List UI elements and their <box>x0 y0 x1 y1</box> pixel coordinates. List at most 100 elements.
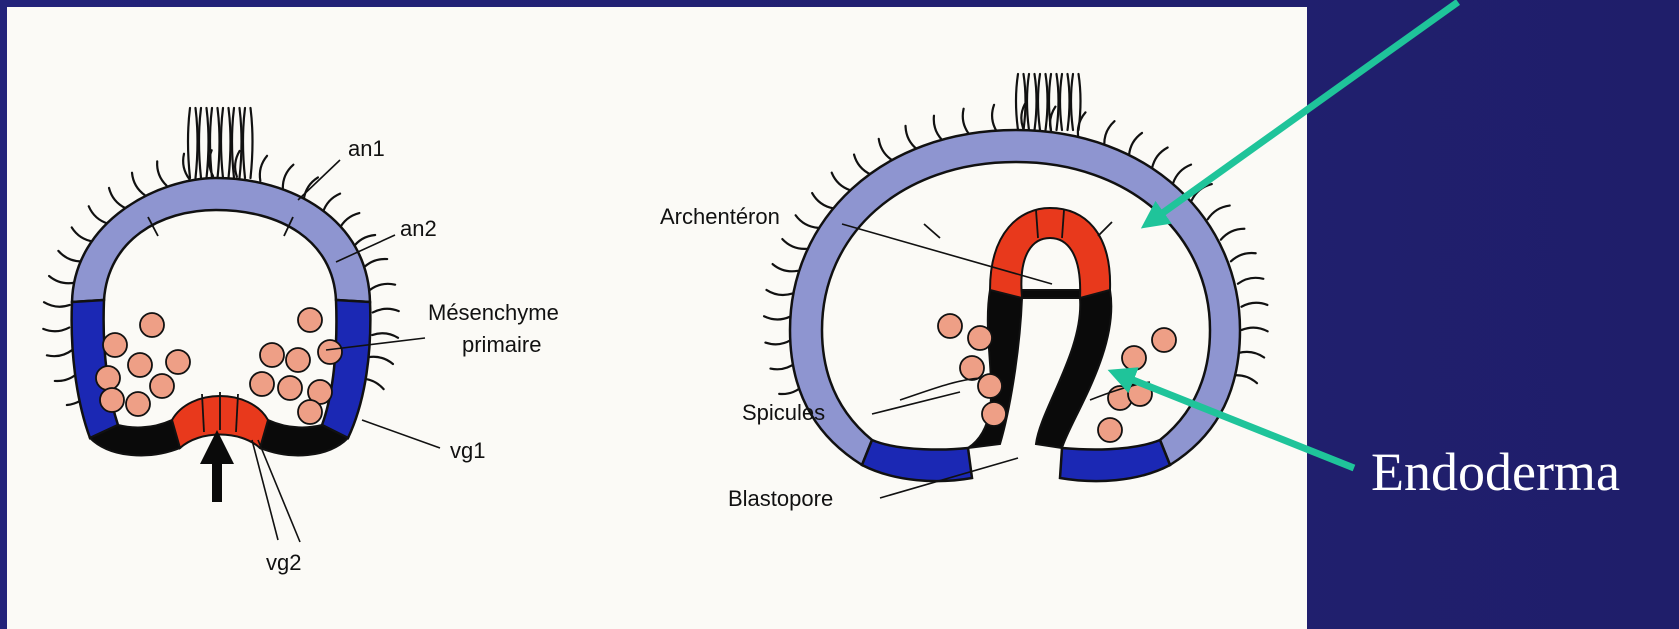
mesenchyme-cell <box>260 343 284 367</box>
cilium <box>132 173 145 196</box>
ectoderm-vegetal-right-left <box>862 440 972 481</box>
cilium <box>1104 121 1114 145</box>
ectoderm-vegetal-right-side <box>322 300 370 438</box>
cilium <box>796 215 819 228</box>
apical-tuft-cilium <box>1071 74 1073 130</box>
mesenchyme-cell <box>278 376 302 400</box>
mesenchyme-cell <box>286 348 310 372</box>
ectoderm-animal-left <box>72 178 370 302</box>
mesenchyme-cell <box>968 326 992 350</box>
label-vg1: vg1 <box>450 438 485 463</box>
mesenchyme-cell <box>318 340 342 364</box>
apical-tuft-cilium <box>207 108 209 178</box>
cilium <box>89 206 108 223</box>
mesenchyme-cell <box>96 366 120 390</box>
cilium <box>49 276 74 283</box>
apical-tuft-cilium <box>1027 74 1029 130</box>
cilium <box>283 165 294 189</box>
cilium <box>1242 328 1268 332</box>
mesenchyme-cell <box>1152 328 1176 352</box>
cilium <box>260 156 267 181</box>
mesenchyme-cell <box>298 400 322 424</box>
cilium <box>879 139 893 161</box>
mesenchyme-cell <box>150 374 174 398</box>
mesenchyme-cell <box>166 350 190 374</box>
apical-tuft-cilium <box>218 108 220 178</box>
cilium <box>1173 165 1191 184</box>
archenteron-tip-endoderm <box>990 208 1110 298</box>
cilium <box>765 340 791 344</box>
label-spicules: Spicules <box>742 400 825 425</box>
mesenchyme-cell <box>978 374 1002 398</box>
cilium <box>992 105 996 131</box>
apical-tuft-cilium <box>1060 74 1062 130</box>
cilium <box>934 116 943 141</box>
cilium <box>157 161 166 185</box>
cilium <box>1238 278 1264 284</box>
arrow-to-archenteron-tip <box>1150 2 1458 222</box>
cilium <box>370 284 395 290</box>
endoderm-annotation-arrows <box>1118 2 1458 468</box>
apical-tuft-cilium <box>1057 74 1059 130</box>
cilium <box>1231 253 1256 261</box>
apical-tuft-cilium <box>240 108 242 178</box>
mesenchyme-cell <box>298 308 322 332</box>
label-an2: an2 <box>400 216 437 241</box>
label-mesenchyme-line2: primaire <box>462 332 541 357</box>
cilium <box>109 188 125 208</box>
cilium <box>43 328 69 332</box>
mesenchyme-cell <box>938 314 962 338</box>
mesenchyme-cell <box>128 353 152 377</box>
apical-tuft-cilium <box>196 108 198 178</box>
apical-tuft-cilium <box>221 108 223 178</box>
cilium <box>1241 303 1267 307</box>
cilium <box>372 333 398 337</box>
cilium <box>363 259 387 268</box>
left-embryo: an1 an2 Mésenchyme primaire vg1 vg2 <box>43 108 559 575</box>
label-blastopore: Blastopore <box>728 486 833 511</box>
cilium <box>368 357 393 364</box>
mesenchyme-cell <box>140 313 164 337</box>
apical-tuft-cilium <box>199 108 201 178</box>
endoderm-label: Endoderma <box>1371 442 1620 502</box>
label-archenteron: Archentéron <box>660 204 780 229</box>
cilium <box>906 126 917 149</box>
cilium <box>832 173 851 191</box>
cilium <box>854 155 871 175</box>
mesenchyme-cell <box>126 392 150 416</box>
apical-tuft-cilium <box>188 108 190 178</box>
cilium <box>764 316 790 319</box>
cilium <box>72 227 94 241</box>
mesenchyme-cell <box>103 333 127 357</box>
apical-tuft-cilium <box>1046 74 1048 130</box>
cilium <box>47 350 72 356</box>
cilium <box>1152 147 1168 168</box>
apical-tuft-cilium <box>1079 74 1081 130</box>
label-vg2: vg2 <box>266 550 301 575</box>
mesenchyme-cell <box>1122 346 1146 370</box>
cilium <box>782 239 806 249</box>
apical-tuft-cilium <box>243 108 245 178</box>
cilium <box>58 251 82 262</box>
invagination-arrow <box>200 430 234 502</box>
mesenchyme-cell <box>100 388 124 412</box>
cilium <box>1239 352 1265 358</box>
cilium <box>323 194 340 213</box>
apical-tuft-cilium <box>232 108 234 178</box>
mesenchyme-cell <box>1098 418 1122 442</box>
apical-tuft-cilium <box>229 108 231 178</box>
apical-tuft-cilium <box>1038 74 1040 130</box>
cilium <box>1208 206 1230 220</box>
cilium <box>766 290 792 295</box>
cilium <box>1129 133 1142 156</box>
apical-tuft-cilium <box>1016 74 1018 130</box>
label-an1: an1 <box>348 136 385 161</box>
cilium <box>373 309 399 313</box>
apical-tuft-cilium <box>1035 74 1037 130</box>
cilium <box>44 302 70 306</box>
cilium <box>773 264 798 271</box>
label-mesenchyme-line1: Mésenchyme <box>428 300 559 325</box>
right-embryo: Archentéron Spicules Blastopore <box>660 74 1268 511</box>
